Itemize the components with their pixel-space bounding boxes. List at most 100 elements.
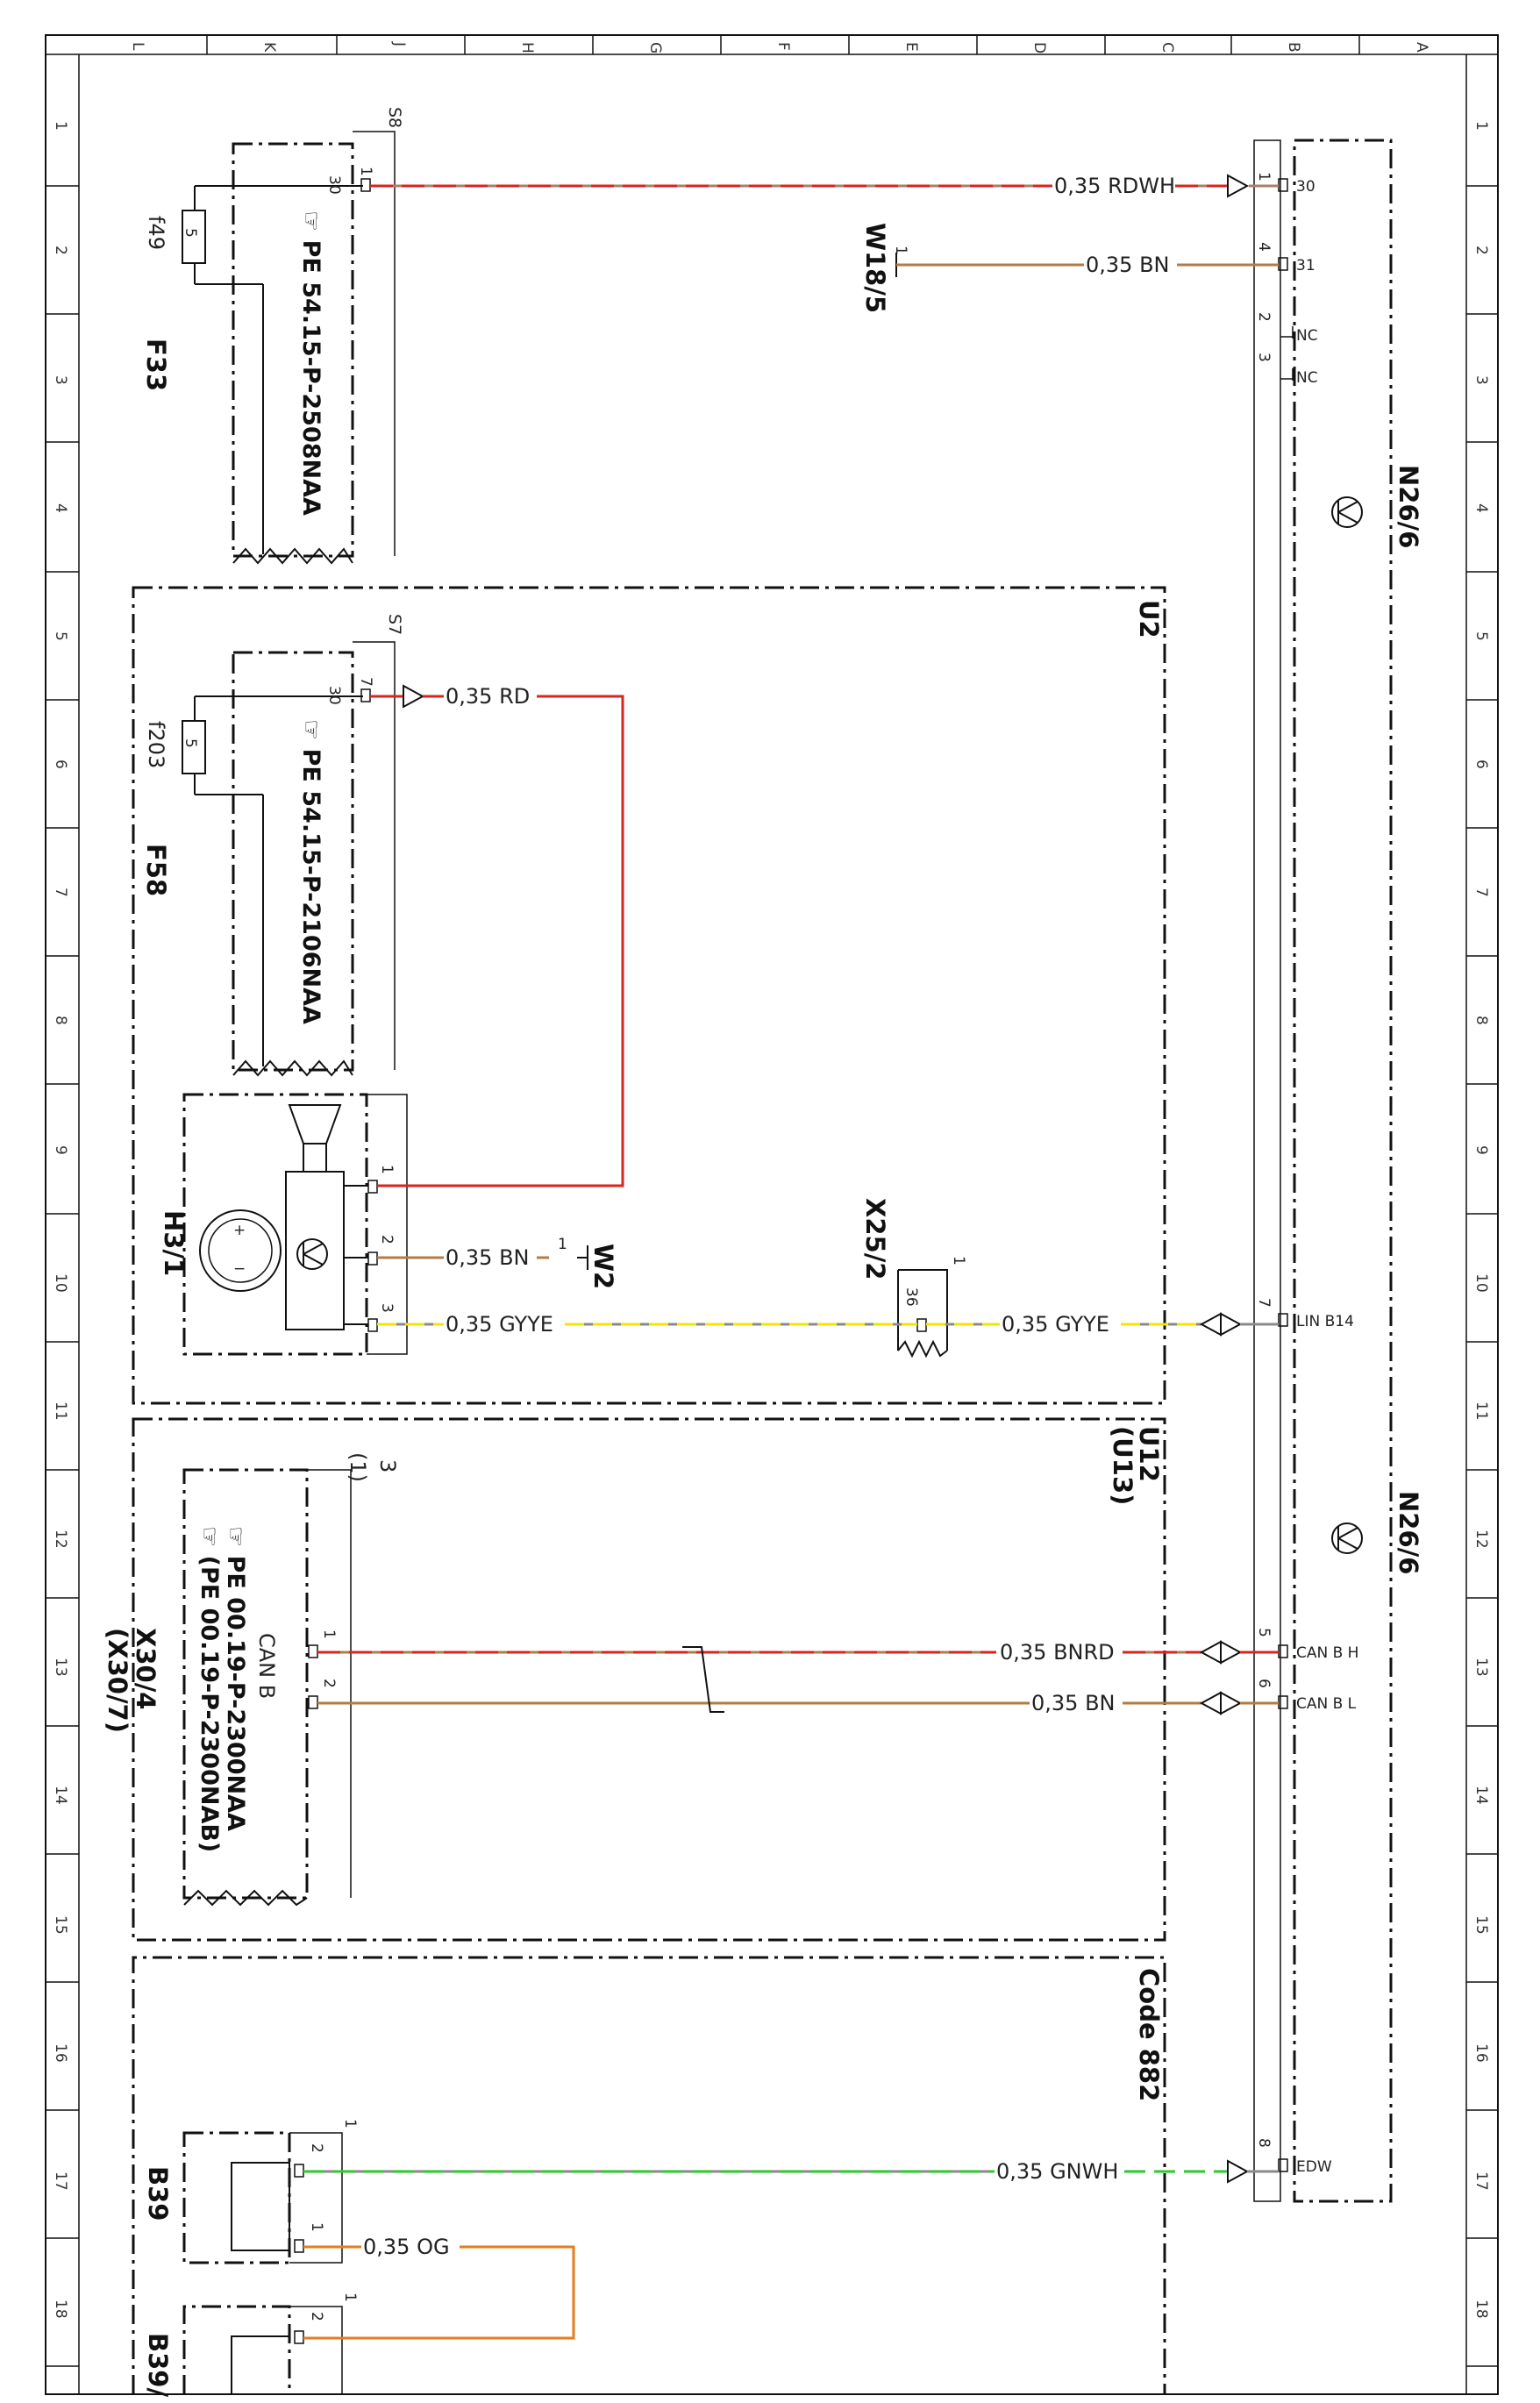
component-label: W18/5 <box>860 223 890 313</box>
transistor-icon <box>1331 496 1363 528</box>
n26-pin: 2 NC <box>1255 312 1318 345</box>
fuse-block-f33: S8 5 f49 F33 30 1 ☞ PE 54.15-P-2508NAA <box>141 107 404 565</box>
component-label: B39/ <box>143 2333 173 2397</box>
twisted-pair-icon <box>682 1646 724 1713</box>
n26-pin: 5 CAN B H <box>1255 1628 1358 1662</box>
svg-text:1: 1 <box>341 2119 359 2128</box>
grid-row-label: 14 <box>1472 1786 1490 1805</box>
horn-h3-1: + − 1 2 3 H3/1 <box>159 1093 408 1356</box>
grid-row-label: 11 <box>52 1401 69 1421</box>
n26-6-module: N26/6 N26/6 1 30 4 31 2 NC 3 NC 7 LI <box>1253 139 1423 2203</box>
svg-text:−: − <box>233 1260 246 1278</box>
connector-x25-2: X25/2 1 36 <box>860 1198 967 1358</box>
grid-row-label: 11 <box>1472 1401 1490 1421</box>
grid-row-label: 7 <box>52 888 69 897</box>
ground-w2: 1 W2 <box>558 1236 618 1289</box>
component-label: B39 <box>143 2166 173 2221</box>
n26-pin: 7 LIN B14 <box>1255 1298 1354 1330</box>
wire-gyye: 0,35 GYYE 0,35 GYYE <box>377 1312 1279 1337</box>
module-label: Code 882 <box>1134 1968 1164 2101</box>
grid-row-label: 5 <box>52 631 69 641</box>
svg-text:1: 1 <box>320 1629 338 1639</box>
component-label: H3/1 <box>159 1210 189 1276</box>
svg-text:2: 2 <box>320 1679 338 1688</box>
wire-label: 0,35 OG <box>363 2235 450 2259</box>
svg-text:3: 3 <box>1255 353 1273 362</box>
connector-arrow-icon <box>1199 1312 1222 1337</box>
grid-row-label: 13 <box>1472 1658 1490 1677</box>
grid-row-label: 5 <box>1472 631 1490 641</box>
horn-icon <box>288 1104 342 1144</box>
module-label: N26/6 <box>1394 465 1423 548</box>
connector-arrow-icon <box>1199 1691 1222 1715</box>
socket-label: S7 <box>385 614 404 635</box>
grid-col-label: A <box>1413 42 1430 53</box>
grid-row-label: 18 <box>1472 2300 1490 2319</box>
wire-label: 0,35 BN <box>1086 253 1169 277</box>
fuse-block-f58: S7 5 f203 F58 30 7 ☞ PE 54.15-P-2106NAA <box>141 614 404 1077</box>
reference-label: ☞ PE 00.19-P-2300NAA <box>222 1526 249 1831</box>
svg-text:2: 2 <box>378 1235 396 1244</box>
svg-text:CAN B L: CAN B L <box>1296 1695 1357 1713</box>
svg-text:7: 7 <box>357 677 374 687</box>
transistor-icon <box>296 1238 328 1270</box>
svg-text:CAN B H: CAN B H <box>1296 1644 1358 1662</box>
grid-col-label: E <box>902 42 920 52</box>
wire-gnwh: 0,35 GNWH <box>303 2159 1279 2184</box>
grid-row-label: 4 <box>52 503 69 513</box>
connector-arrow-icon <box>1220 1691 1243 1715</box>
connector-arrow-icon <box>1199 1640 1222 1665</box>
connector-arrow-icon <box>1220 1640 1243 1665</box>
sensor-b39-partial: 1 2 B39/ <box>143 2292 359 2397</box>
wire-label: 0,35 GYYE <box>446 1312 553 1337</box>
svg-text:(1): (1) <box>346 1452 370 1482</box>
wire-og: 0,35 OG <box>303 2235 575 2340</box>
svg-text:+: + <box>233 1222 246 1239</box>
n26-pin: 4 31 <box>1255 242 1315 275</box>
n26-pin: 6 CAN B L <box>1255 1679 1357 1713</box>
grid-col-label: J <box>390 41 408 46</box>
grid-row-label: 4 <box>1472 503 1490 513</box>
svg-text:1: 1 <box>558 1236 567 1253</box>
grid-row-label: 6 <box>1472 759 1490 769</box>
grid-row-label: 1 <box>1472 121 1490 131</box>
module-u2 <box>132 586 1166 1405</box>
grid-row-label: 12 <box>1472 1530 1490 1549</box>
connector-arrow-icon <box>1227 2159 1250 2184</box>
grid-col-label: L <box>129 42 146 51</box>
drawing-frame <box>45 34 1499 2395</box>
grid-column-labels: L K J H G F E D C B A <box>129 41 1430 53</box>
grid-row-label: 2 <box>52 246 69 255</box>
svg-text:LIN B14: LIN B14 <box>1296 1313 1354 1330</box>
grid-col-label: F <box>774 42 792 51</box>
svg-text:30: 30 <box>325 175 343 195</box>
sensor-b39: 1 2 1 B39 <box>143 2119 359 2264</box>
wire-label: 0,35 RDWH <box>1054 174 1175 198</box>
grid-row-label: 17 <box>1472 2171 1490 2191</box>
wire-bn-can: 0,35 BN <box>317 1646 1279 1715</box>
svg-text:8: 8 <box>1255 2138 1273 2148</box>
wire-label: 0,35 GYYE <box>1002 1312 1109 1337</box>
svg-text:1: 1 <box>341 2292 359 2302</box>
svg-text:NC: NC <box>1296 369 1318 387</box>
grid-row-label: 7 <box>1472 888 1490 897</box>
reference-label: ☞ PE 54.15-P-2106NAA <box>297 719 324 1024</box>
svg-text:2: 2 <box>308 2312 325 2321</box>
module-label: U12 <box>1134 1426 1164 1482</box>
grid-row-label: 10 <box>52 1273 69 1293</box>
module-label: U2 <box>1134 600 1164 638</box>
motor-icon <box>199 1209 282 1292</box>
grid-row-label: 15 <box>52 1915 69 1935</box>
component-label: X30/4 <box>131 1628 160 1710</box>
n26-pin: 3 NC <box>1255 353 1318 387</box>
grid-row-labels: 1 2 3 4 5 6 7 8 9 10 11 12 13 14 15 16 1… <box>52 121 1490 2319</box>
grid-row-label: 8 <box>52 1016 69 1025</box>
module-code-882 <box>132 1956 1166 2394</box>
grid-row-label: 14 <box>52 1786 69 1805</box>
ground-w18-5: W18/5 1 <box>860 223 909 313</box>
grid-row-label: 16 <box>52 2043 69 2063</box>
grid-row-label: 9 <box>1472 1145 1490 1155</box>
socket-label: S8 <box>385 107 404 128</box>
svg-text:1: 1 <box>308 2222 325 2232</box>
